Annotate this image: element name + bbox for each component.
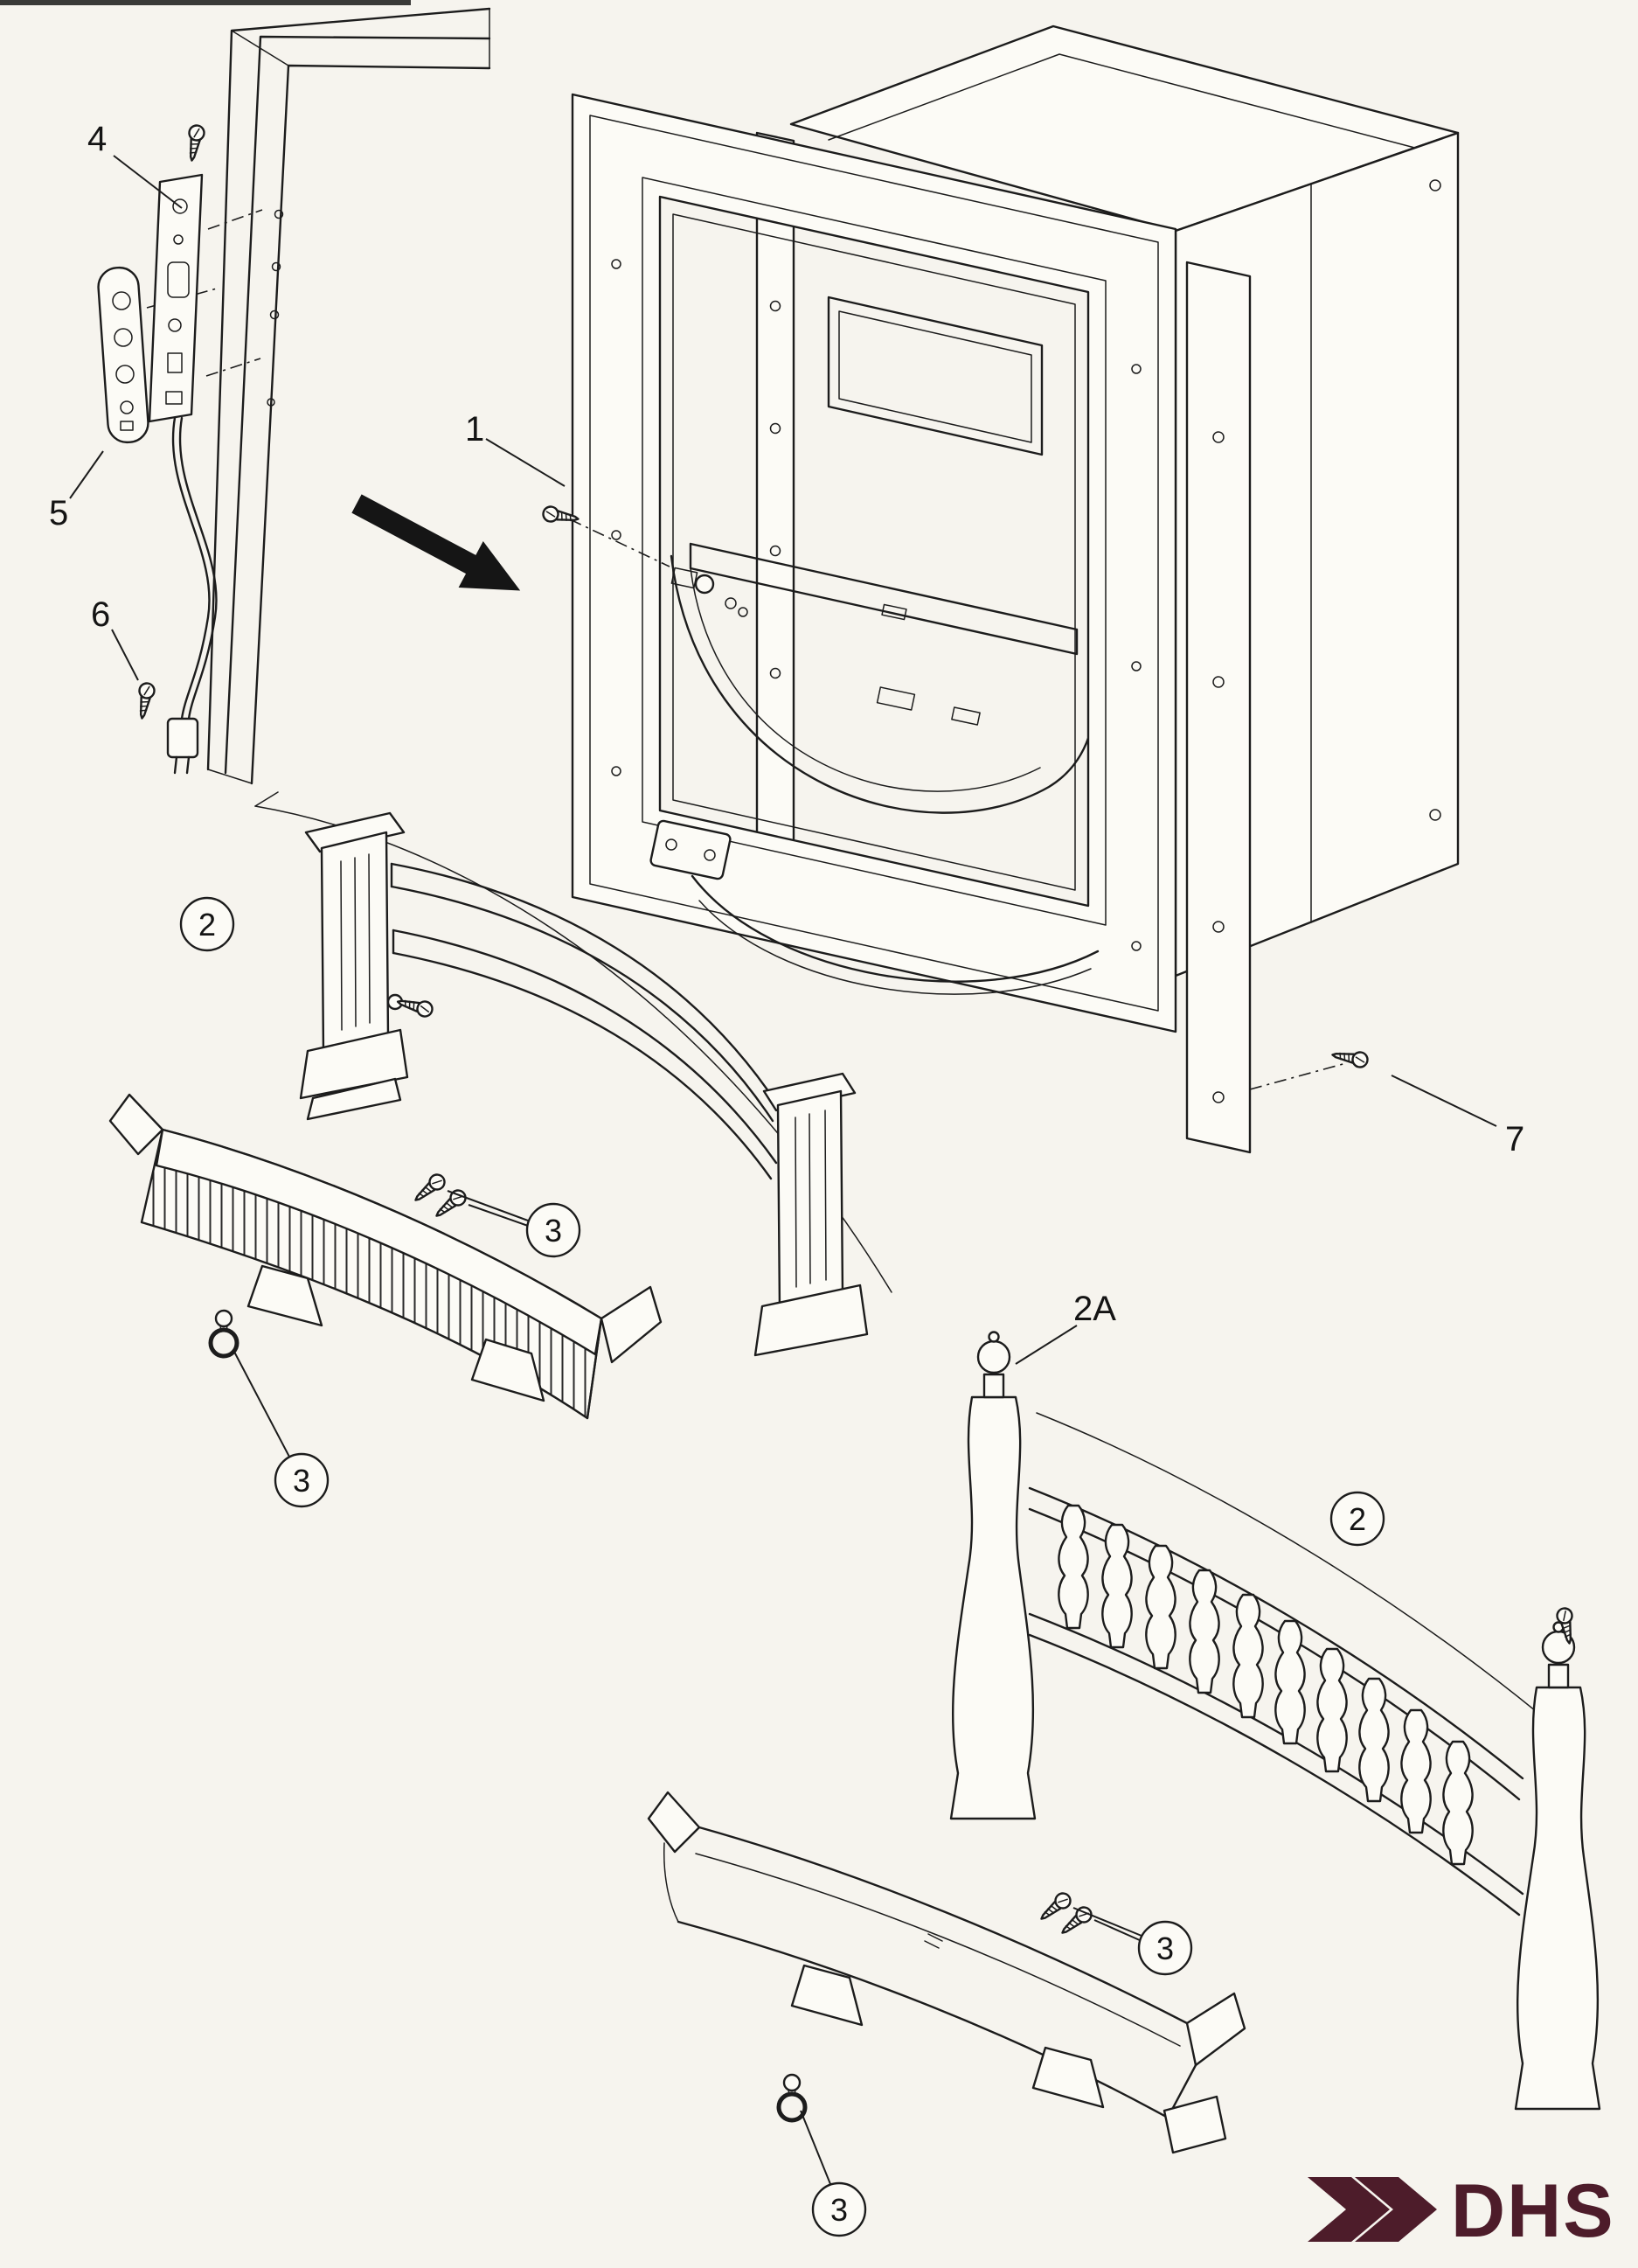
finial [976, 1331, 1011, 1399]
latch-bracket [649, 819, 732, 880]
callout-2-label: 2 [1349, 1501, 1366, 1537]
callout-6-label: 6 [91, 595, 110, 634]
switch-plate [97, 266, 149, 444]
fret-grille [108, 1093, 663, 1459]
fret-baluster-style [949, 1331, 1601, 2111]
screw-icon [133, 680, 157, 721]
fret-plain [647, 1791, 1246, 2185]
dhs-logo: DHS [1308, 2169, 1615, 2253]
baluster [1232, 1593, 1264, 1719]
fret-post [949, 1395, 1037, 1820]
baluster [1058, 1504, 1089, 1630]
screw-icon [183, 122, 207, 163]
baluster [1189, 1569, 1220, 1694]
callout-7: 7 [1329, 1046, 1524, 1158]
control-bracket [148, 122, 207, 423]
callout-3-label: 3 [830, 2192, 848, 2228]
baluster [1274, 1619, 1306, 1745]
callout-3-circle: 3 [1137, 1920, 1193, 1976]
side-bracket-left [755, 131, 795, 878]
screw-icon [1035, 1889, 1075, 1926]
callout-4: 4 [87, 120, 183, 209]
door-frame-corner [146, 7, 491, 785]
baluster [1316, 1647, 1348, 1773]
fireplace-insert [540, 24, 1460, 1154]
burner-assembly [670, 296, 1097, 814]
baluster [1358, 1677, 1390, 1803]
callout-1: 1 [465, 410, 566, 487]
front-lip [691, 874, 1100, 995]
baluster [1400, 1708, 1432, 1834]
callout-2a-label: 2A [1073, 1290, 1116, 1328]
callout-4-label: 4 [87, 120, 107, 158]
baluster [1145, 1544, 1176, 1670]
callout-2-circle: 2 [179, 896, 235, 952]
callout-3-circle: 3 [811, 2181, 867, 2237]
screw-icon [409, 1170, 449, 1207]
callout-3-label: 3 [545, 1213, 562, 1249]
callout-5: 5 [49, 450, 104, 532]
callout-3-circle: 3 [274, 1452, 330, 1508]
callout-2-label: 2 [198, 907, 216, 943]
front-frame [571, 93, 1177, 1033]
screw-icon [1329, 1046, 1371, 1070]
fret-pillar-style [254, 791, 892, 1357]
callout-6: 6 [91, 595, 139, 681]
power-cable [133, 416, 218, 775]
callout-5-label: 5 [49, 494, 68, 532]
callout-7-label: 7 [1505, 1120, 1524, 1158]
callout-3-label: 3 [1156, 1931, 1174, 1966]
side-bracket-right [1185, 261, 1347, 1154]
knob-icon [211, 1311, 237, 1356]
callout-3-label: 3 [293, 1463, 310, 1499]
logo-chevron-icon [1308, 2177, 1390, 2242]
cable-plug [166, 717, 199, 759]
baluster [1101, 1523, 1133, 1649]
direction-arrow [351, 494, 521, 591]
fret-post [1514, 1686, 1601, 2111]
logo-chevron-icon [1355, 2177, 1437, 2242]
scan-artifact [0, 0, 411, 5]
callout-3-circle: 3 [525, 1202, 581, 1258]
callout-2a: 2A [1015, 1290, 1116, 1365]
logo-text: DHS [1451, 2169, 1615, 2253]
callout-2-circle: 2 [1329, 1491, 1385, 1547]
callout-1-label: 1 [465, 410, 484, 449]
baluster [1442, 1740, 1474, 1866]
